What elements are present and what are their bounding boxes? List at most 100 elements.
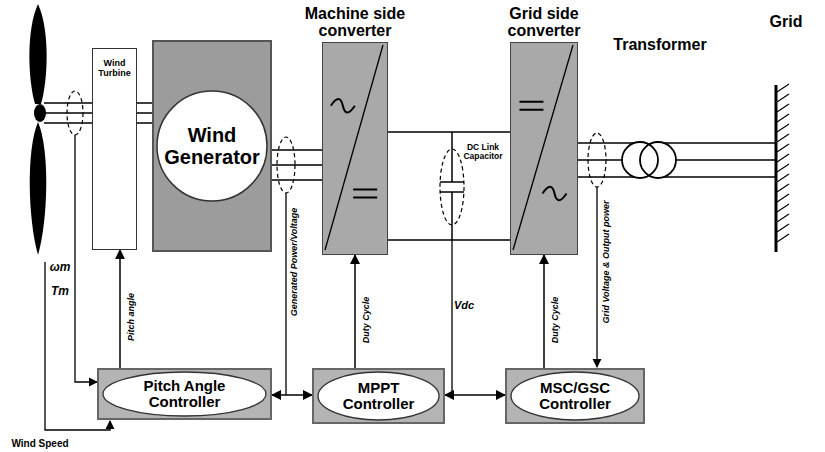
grid-wires xyxy=(578,159,622,161)
grid-symbol xyxy=(776,84,789,252)
capacitor-symbol xyxy=(440,181,464,183)
controller-ellipse xyxy=(318,372,439,420)
dc-symbol xyxy=(519,102,543,110)
node-text-holder: Wind Generator xyxy=(154,42,270,250)
capacitor-symbol xyxy=(451,192,453,240)
component-label: Transformer xyxy=(613,36,706,54)
grid-symbol xyxy=(777,144,789,152)
controller-box: MPPT Controller xyxy=(312,368,445,424)
connector xyxy=(119,250,121,368)
edge-label-holder: Duty Cycle xyxy=(550,294,560,345)
converter-box: Machine side converter xyxy=(322,42,388,255)
node-outline xyxy=(511,43,575,252)
ac-symbol xyxy=(543,187,567,201)
grid-symbol xyxy=(777,184,789,192)
label-holder: Wind Speed xyxy=(11,438,68,449)
measurement-ellipse xyxy=(67,91,83,135)
controller-ellipse xyxy=(103,372,266,416)
node-outline xyxy=(323,43,385,252)
edge-label-holder: Duty Cycle xyxy=(361,294,371,345)
label-holder: Transformer xyxy=(613,36,706,54)
grid-symbol xyxy=(777,224,789,232)
grid-symbol xyxy=(777,154,789,162)
node-label: Wind Turbine xyxy=(94,59,136,79)
component-label: Grid xyxy=(770,13,803,31)
node-label: Pitch Angle Controller xyxy=(125,378,245,411)
grid-wires xyxy=(664,142,775,144)
shaft-lines xyxy=(44,112,92,114)
grid-symbol xyxy=(777,164,789,172)
grid-symbol xyxy=(777,134,789,142)
grid-wires xyxy=(578,176,634,178)
transformer-symbol xyxy=(622,142,676,178)
controller-box: Pitch Angle Controller xyxy=(97,368,272,420)
generator-box: Wind Generator xyxy=(152,40,272,252)
grid-symbol xyxy=(777,214,789,222)
converter-heading: Machine side converter xyxy=(290,5,420,40)
grid-symbol xyxy=(777,234,789,242)
grid-symbol xyxy=(777,84,789,92)
grid-wires xyxy=(664,176,775,178)
signal-label: Vdc xyxy=(454,299,474,311)
capacitor-symbol xyxy=(451,132,453,182)
turbine-blades xyxy=(29,4,46,255)
label-holder: Tm xyxy=(51,285,69,298)
label-holder: DC Link Capacitor xyxy=(458,143,508,162)
connector xyxy=(445,394,505,396)
turbine-box: Wind Turbine xyxy=(92,48,137,250)
label-holder: ωm xyxy=(50,261,71,274)
node-text-holder: MPPT Controller xyxy=(314,370,443,422)
signal-label: Duty Cycle xyxy=(361,294,371,345)
node-label: Wind Generator xyxy=(158,124,266,168)
turbine-blades xyxy=(30,122,47,255)
converter-diagonal xyxy=(325,45,383,250)
grid-symbol xyxy=(777,204,789,212)
connector xyxy=(354,255,356,368)
node-label: MSC/GSC Controller xyxy=(525,380,625,413)
label-holder: Grid Voltage & Output power xyxy=(602,200,612,323)
generator-circle xyxy=(157,91,267,201)
converter-heading: Grid side converter xyxy=(489,5,599,40)
node-label: MPPT Controller xyxy=(329,380,429,413)
connector xyxy=(272,150,322,180)
turbine-blades xyxy=(29,4,46,104)
grid-symbol xyxy=(777,94,789,102)
transformer-symbol xyxy=(640,142,676,178)
grid-symbol xyxy=(777,174,789,182)
signal-wires xyxy=(285,193,286,395)
node-label: Machine side converter xyxy=(290,5,420,40)
ac-symbol xyxy=(331,99,355,113)
label-holder: Grid xyxy=(770,13,803,31)
node-text-holder: Wind Turbine xyxy=(93,49,136,249)
signal-label: Generated Power/Voltage xyxy=(290,208,300,317)
signal-wires xyxy=(451,240,452,395)
edge-label-holder: Pitch angle xyxy=(126,291,136,343)
grid-symbol xyxy=(777,104,789,112)
grid-wires xyxy=(676,159,775,161)
converter-box: Grid side converter xyxy=(510,42,578,255)
node-outline xyxy=(93,49,135,247)
component-label: DC Link Capacitor xyxy=(458,143,508,162)
controller-ellipse xyxy=(511,372,639,420)
signal-label: Duty Cycle xyxy=(550,294,560,345)
signal-label: Wind Speed xyxy=(11,438,68,449)
grid-wires xyxy=(578,142,634,144)
connector xyxy=(388,132,510,240)
connector xyxy=(272,394,312,396)
connector xyxy=(137,103,152,123)
controller-box: MSC/GSC Controller xyxy=(505,368,645,424)
capacitor-symbol xyxy=(440,132,464,240)
label-holder: Generated Power/Voltage xyxy=(290,208,300,317)
signal-label: Tm xyxy=(51,285,69,298)
node-text-holder: Pitch Angle Controller xyxy=(99,370,270,418)
grid-symbol xyxy=(775,85,778,252)
grid-symbol xyxy=(777,114,789,122)
label-holder: Vdc xyxy=(454,299,474,311)
converter-diagonal xyxy=(513,45,573,250)
node-text-holder: MSC/GSC Controller xyxy=(507,370,643,422)
node-label: Grid side converter xyxy=(489,5,599,40)
grid-symbol xyxy=(777,124,789,132)
